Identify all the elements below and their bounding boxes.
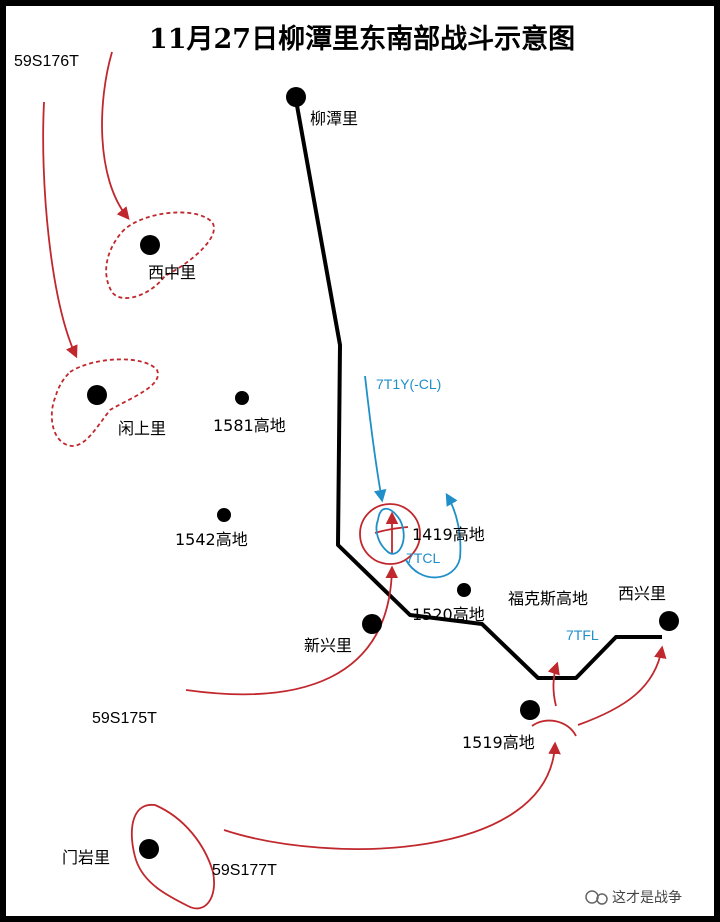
label-xixingli: 西兴里	[618, 584, 666, 603]
xixingli-dot	[659, 611, 679, 631]
label-h1519: 1519高地	[462, 733, 535, 752]
blue-loop-1419	[375, 507, 405, 555]
label-unit-176: 59S176T	[14, 53, 79, 70]
map-title: 11月27日柳潭里东南部战斗示意图	[149, 23, 575, 55]
xianshangli-dot	[87, 385, 107, 405]
arrow-176-to-xizhongli	[101, 51, 130, 220]
watermark: 这才是战争	[585, 889, 682, 906]
label-liutanli: 柳潭里	[310, 109, 358, 128]
label-xizhongli: 西中里	[148, 263, 196, 282]
label-h1542: 1542高地	[175, 530, 248, 549]
label-h1581: 1581高地	[213, 416, 286, 435]
label-fukesi: 福克斯高地	[508, 589, 588, 608]
blue-arrow-7tcl	[405, 492, 462, 579]
label-h1419: 1419高地	[412, 525, 485, 544]
label-unit-7tfl: 7TFL	[566, 627, 599, 643]
chat-bubble-icon	[585, 890, 599, 904]
label-xianshangli: 闲上里	[118, 419, 166, 438]
label-h1520: 1520高地	[412, 605, 485, 624]
liutanli-dot	[286, 87, 306, 107]
menyanli-dot	[139, 839, 159, 859]
arrow-1519-to-xixingli	[577, 645, 667, 726]
h1419-encirclement	[359, 503, 421, 565]
blue-arrow-7t1y	[364, 375, 387, 503]
h1520-dot	[457, 583, 471, 597]
arrow-177-to-1519	[223, 741, 561, 850]
h1519-arc	[531, 719, 577, 737]
label-unit-175: 59S175T	[92, 710, 157, 727]
arrow-175-to-1419	[185, 565, 399, 696]
xianshangli-zone	[50, 358, 159, 447]
h1519-dot	[520, 700, 540, 720]
label-unit-7t1y: 7T1Y(-CL)	[376, 376, 441, 392]
label-unit-177: 59S177T	[212, 862, 277, 879]
watermark-text: 这才是战争	[612, 889, 682, 906]
xizhongli-dot	[140, 235, 160, 255]
menyanli-zone	[130, 804, 215, 910]
label-xinxingli: 新兴里	[304, 636, 352, 655]
road-line	[294, 99, 662, 680]
label-unit-7tcl: 7TCL	[406, 550, 440, 566]
h1581-dot	[235, 391, 249, 405]
chat-bubble-icon-small	[596, 893, 608, 905]
xinxingli-dot	[362, 614, 382, 634]
label-menyanli: 门岩里	[62, 848, 110, 867]
arrow-1519-to-road	[547, 661, 560, 707]
h1542-dot	[217, 508, 231, 522]
arrow-176-to-xianshangli	[42, 101, 78, 359]
xizhongli-zone	[105, 211, 215, 299]
